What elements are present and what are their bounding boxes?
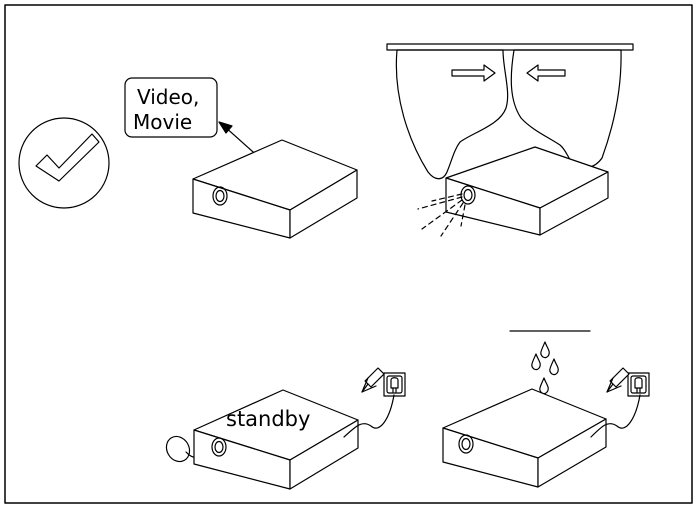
power-plug-icon <box>384 373 405 396</box>
curtain-left <box>396 50 507 179</box>
power-cord-1 <box>344 395 394 437</box>
panel-standby: standby <box>162 368 405 489</box>
panel-curtain <box>387 44 633 236</box>
movie-label: Movie <box>133 110 192 134</box>
panel-water <box>443 331 649 487</box>
checkmark-icon <box>19 118 109 208</box>
water-drops-icon <box>532 342 558 394</box>
panel-usage: Video, Movie <box>19 78 357 238</box>
standby-label: standby <box>226 407 310 431</box>
arrows-inward-icon <box>452 65 565 81</box>
projector-3: standby <box>194 390 358 489</box>
unplug-arrow <box>362 368 384 392</box>
unplug-arrow-2 <box>607 368 629 392</box>
projector-2 <box>446 147 608 235</box>
power-plug-icon-2 <box>628 373 649 396</box>
curtain-rod <box>387 44 633 50</box>
video-label: Video, <box>137 85 199 109</box>
projector-4 <box>443 389 606 487</box>
video-movie-label-box: Video, Movie <box>125 78 217 137</box>
projector-1 <box>193 140 357 238</box>
